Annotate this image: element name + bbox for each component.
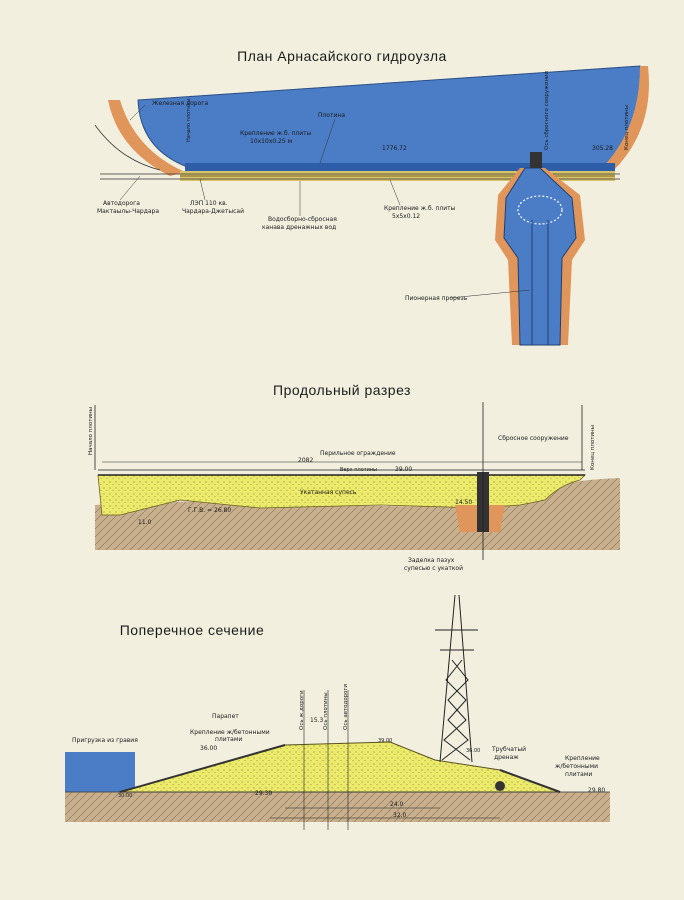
long-label-fill: Укатанная супесь	[300, 489, 357, 496]
left-bank	[108, 100, 185, 176]
long-label-spill: Сбросное сооружение	[498, 435, 569, 442]
label-road1: Автодорога	[103, 200, 140, 207]
cross-label-3600r: 36.00	[466, 748, 480, 754]
dam-crest	[185, 163, 615, 171]
cross-ground	[65, 792, 610, 822]
label-fix2-size: 5х5х0.12	[392, 213, 420, 220]
long-label-seal2: супесью с укаткой	[404, 565, 463, 572]
long-label-rail: Перильное ограждение	[320, 450, 396, 457]
cross-label-gravel: Пригрузка из гравия	[72, 737, 138, 744]
power-pylon	[435, 594, 478, 763]
label-fix1-size: 10х10х0.25 м	[250, 138, 292, 145]
cross-label-d1: 15.3	[310, 717, 324, 724]
cross-label-fix-right3: плитами	[565, 771, 592, 778]
spillway-basin	[517, 195, 563, 225]
longitudinal-section: Начало плотины Конец плотины Сбросное со…	[88, 402, 620, 572]
spillway-structure	[530, 152, 542, 168]
right-bank	[600, 66, 649, 172]
cross-label-axis-road: Ось автодороги	[343, 684, 349, 730]
cross-label-w1: 24.0	[390, 801, 404, 808]
cross-water	[65, 752, 135, 792]
cross-label-30: 30.00	[118, 793, 132, 799]
spillway-channel	[503, 167, 577, 346]
label-ldp1: ЛЭП 110 кв.	[190, 200, 228, 207]
cross-label-2980: 29.80	[588, 787, 605, 794]
label-len1: 1776.72	[382, 145, 407, 152]
cross-label-2930: 29.30	[255, 790, 272, 797]
label-dam: Плотина	[318, 112, 345, 119]
label-dam-end: Конец плотины	[624, 105, 630, 150]
cross-label-3900: 39.00	[378, 738, 392, 744]
cross-label-fix-right1: Крепление	[565, 755, 600, 762]
label-road2: Мактаылы-Чардара	[97, 208, 159, 215]
label-canal1: Водосборно-сбросная	[268, 216, 337, 223]
cross-label-axis-rail: Ось ж.дороги	[299, 690, 305, 730]
label-canal2: канава дренажных вод	[262, 224, 336, 231]
cross-label-drain1: Трубчатый	[491, 746, 526, 753]
long-label-start: Начало плотины	[88, 407, 94, 455]
long-label-len: 2082	[298, 457, 313, 464]
label-cut: Пионерная прорезь	[405, 295, 468, 302]
long-label-lvl2: 14.50	[455, 499, 472, 506]
long-label-seal1: Заделка пазух	[408, 557, 455, 564]
long-label-gw: Г.Г.В. = 26.80	[188, 507, 231, 514]
cross-label-w2: 32.0	[393, 812, 407, 819]
long-label-crest-lvl: 39.00	[395, 466, 412, 473]
cross-section-title: Поперечное сечение	[119, 622, 265, 638]
cross-left-slope	[119, 744, 286, 793]
label-fix1: Крепление ж.б. плиты	[240, 130, 312, 137]
cross-right-slope	[499, 769, 561, 793]
railway-curve	[94, 124, 161, 171]
longitudinal-title: Продольный разрез	[273, 382, 411, 398]
long-label-crest: Верх плотины	[340, 467, 377, 473]
plan-view: Железная дорога Начало плотины Плотина К…	[94, 65, 649, 346]
cross-label-fix-left1: Крепление ж/бетонными	[190, 729, 270, 736]
label-railway: Железная дорога	[152, 100, 208, 107]
long-label-end: Конец плотины	[590, 425, 596, 470]
reservoir	[137, 65, 643, 169]
cross-label-parapet: Парапет	[212, 713, 239, 720]
label-spill-axis: Ось сбросного сооружения	[544, 71, 550, 150]
drain-pipe	[495, 781, 505, 791]
plan-title: План Арнасайского гидроузла	[237, 48, 447, 64]
label-dam-start: Начало плотины	[186, 98, 192, 142]
label-ldp2: Чардара-Джетысай	[182, 208, 244, 215]
cross-section: Парапет Ось ж.дороги Ось плотины Ось авт…	[65, 594, 610, 830]
label-len2: 305.28	[592, 145, 613, 152]
label-fix2: Крепление ж.б. плиты	[384, 205, 456, 212]
cross-label-axis-dam: Ось плотины	[323, 692, 329, 730]
cross-label-drain2: дренаж	[494, 754, 519, 761]
cross-label-fix-right2: ж/бетонными	[555, 763, 598, 770]
cross-label-36: 36.00	[200, 745, 217, 752]
cross-label-fix-left2: плитами	[215, 736, 242, 743]
long-label-lvl1: 11.0	[138, 519, 152, 526]
